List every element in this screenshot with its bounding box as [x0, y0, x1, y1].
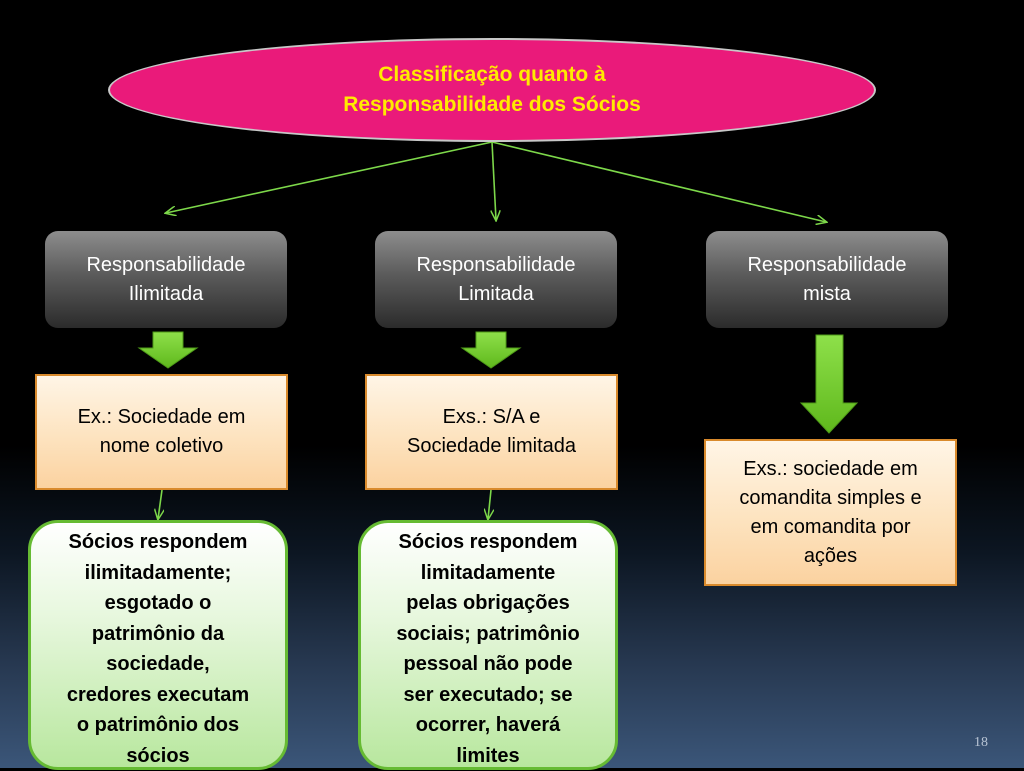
connector-title-to-ilimitada [166, 142, 492, 213]
category-label-line2: mista [803, 280, 851, 309]
connector-example1-to-detail1 [158, 490, 162, 519]
title-ellipse: Classificação quanto à Responsabilidade … [108, 38, 876, 142]
category-box-limitada: Responsabilidade Limitada [375, 231, 617, 328]
example-text-line: Sociedade limitada [407, 432, 576, 461]
example-text-line: nome coletivo [100, 432, 223, 461]
detail-text-line: esgotado o [105, 588, 212, 619]
detail-text-line: ser executado; se [404, 680, 573, 711]
title-line2: Responsabilidade dos Sócios [343, 90, 641, 120]
detail-text-line: Sócios respondem [69, 527, 248, 558]
detail-text-line: limites [456, 741, 519, 771]
example-box-mista: Exs.: sociedade em comandita simples e e… [704, 439, 957, 586]
category-label-line2: Limitada [458, 280, 534, 309]
slide-page-number: 18 [974, 735, 988, 751]
block-arrow-limitada [462, 332, 520, 368]
detail-box-ilimitada: Sócios respondem ilimitadamente; esgotad… [28, 520, 288, 770]
block-arrow-ilimitada [139, 332, 197, 368]
example-text-line: em comandita por [750, 513, 910, 542]
example-text-line: Exs.: sociedade em [743, 455, 918, 484]
detail-text-line: ocorrer, haverá [416, 710, 561, 741]
example-text-line: ações [804, 542, 857, 571]
category-label-line1: Responsabilidade [747, 251, 906, 280]
detail-box-limitada: Sócios respondem limitadamente pelas obr… [358, 520, 618, 770]
detail-text-line: sócios [126, 741, 189, 771]
example-text-line: comandita simples e [739, 484, 921, 513]
detail-text-line: credores executam [67, 680, 249, 711]
detail-text-line: o patrimônio dos [77, 710, 239, 741]
detail-text-line: Sócios respondem [399, 527, 578, 558]
category-label-line1: Responsabilidade [416, 251, 575, 280]
example-text-line: Ex.: Sociedade em [78, 403, 246, 432]
category-box-mista: Responsabilidade mista [706, 231, 948, 328]
title-line1: Classificação quanto à [378, 60, 606, 90]
detail-text-line: pessoal não pode [404, 649, 573, 680]
category-box-ilimitada: Responsabilidade Ilimitada [45, 231, 287, 328]
category-label-line2: Ilimitada [129, 280, 203, 309]
example-box-ilimitada: Ex.: Sociedade em nome coletivo [35, 374, 288, 490]
connector-title-to-mista [492, 142, 826, 222]
block-arrow-mista [801, 335, 857, 433]
category-label-line1: Responsabilidade [86, 251, 245, 280]
detail-text-line: patrimônio da [92, 619, 224, 650]
connector-title-to-limitada [492, 142, 496, 220]
detail-text-line: sociais; patrimônio [396, 619, 579, 650]
example-box-limitada: Exs.: S/A e Sociedade limitada [365, 374, 618, 490]
detail-text-line: limitadamente [421, 558, 555, 589]
connector-example2-to-detail2 [488, 490, 491, 519]
example-text-line: Exs.: S/A e [443, 403, 541, 432]
detail-text-line: pelas obrigações [406, 588, 569, 619]
detail-text-line: ilimitadamente; [85, 558, 232, 589]
detail-text-line: sociedade, [106, 649, 209, 680]
